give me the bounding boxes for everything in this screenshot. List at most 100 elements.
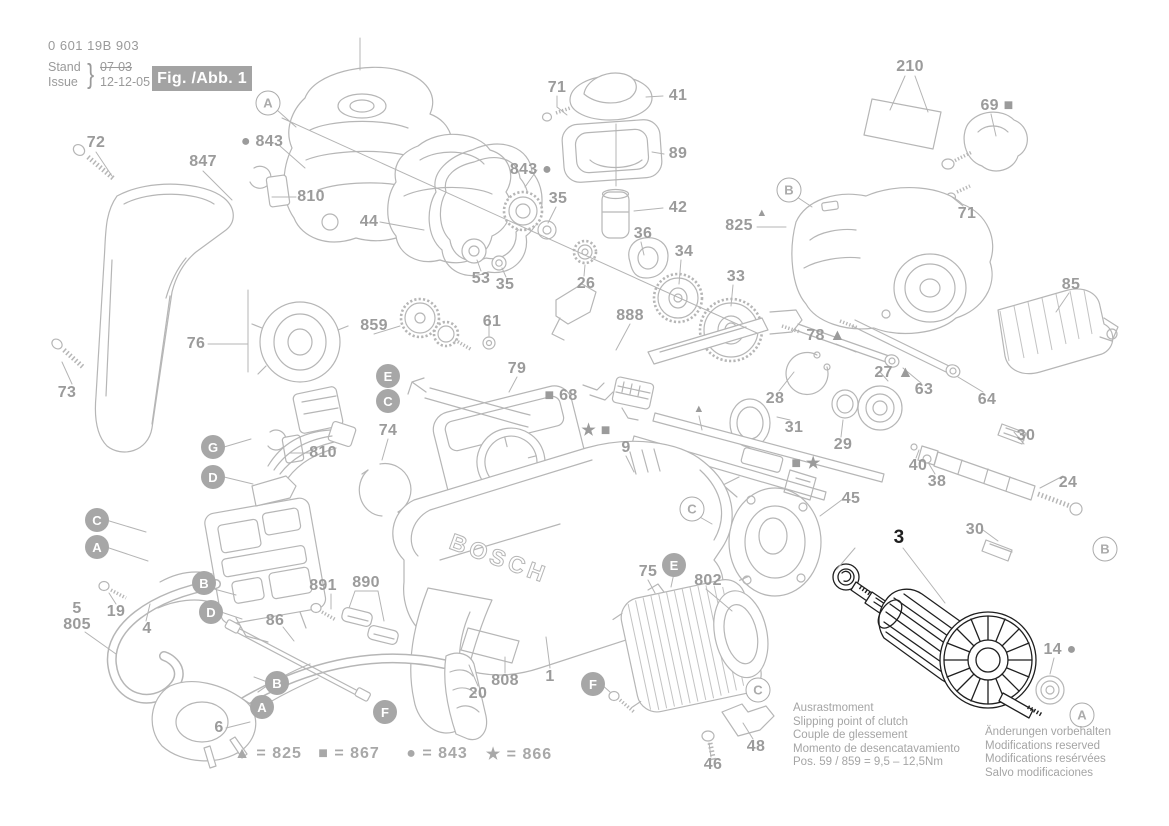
part-label-: ■ ★: [791, 455, 821, 472]
bracket-888: [551, 283, 803, 365]
link-rods: [407, 377, 531, 428]
parts-890: [341, 607, 399, 645]
bolt-64: [839, 319, 961, 378]
ref-letter-E-solid: E: [662, 553, 686, 577]
part-label-71: 71: [957, 205, 977, 222]
selector-knob-69: [941, 111, 1028, 172]
ref-letter-E-solid: E: [376, 364, 400, 388]
rod-86: [224, 619, 371, 702]
part-label-34: 34: [674, 243, 694, 260]
screw-F: [608, 690, 636, 714]
screw-46: [701, 730, 717, 763]
ref-letter-B-outline: B: [776, 177, 802, 203]
ref-letter-G-solid: G: [201, 435, 225, 459]
cover-89: [561, 119, 663, 183]
issue-date: 12-12-05: [100, 75, 151, 89]
ball-38: [922, 454, 932, 464]
part-label-89: 89: [668, 145, 688, 162]
part-label-36: 36: [633, 225, 653, 242]
part-label-843: 843 ●: [509, 161, 553, 178]
part-label-33: 33: [726, 268, 746, 285]
brush-holder-top: [249, 165, 291, 208]
part-label-72: 72: [86, 134, 106, 151]
part-label-41: 41: [668, 87, 688, 104]
contact-block: [611, 376, 655, 421]
clutch-note-line-0: Ausrastmoment: [793, 702, 874, 714]
part-label-61: 61: [482, 313, 502, 330]
ball-40: [910, 443, 918, 451]
part-label-42: 42: [668, 199, 688, 216]
part-label-40: 40: [908, 457, 928, 474]
screw-73: [51, 338, 86, 370]
part-label-29: 29: [833, 436, 853, 453]
part-label-79: 79: [507, 360, 527, 377]
ref-letter-A-outline: A: [1069, 702, 1095, 728]
ref-letter-F-solid: F: [581, 672, 605, 696]
part-label-74: 74: [378, 422, 398, 439]
part-label-27: 27 ▲: [874, 364, 914, 381]
bearing-27: [857, 385, 903, 431]
part-label-3: 3: [893, 527, 905, 548]
ref-letter-C-outline: C: [745, 677, 771, 703]
rear-handle: [94, 183, 234, 453]
part-label-75: 75: [638, 563, 658, 580]
part-label-28: 28: [765, 390, 785, 407]
legend-item-867: ■ = 867: [318, 745, 380, 762]
screw-19: [98, 580, 127, 600]
clip-30-bottom: [981, 539, 1013, 562]
part-label-19: 19: [106, 603, 126, 620]
part-label-38: 38: [927, 473, 947, 490]
bearing-14: [1035, 675, 1065, 705]
bracket-48: [721, 703, 775, 737]
leader-lines: [61, 37, 1070, 758]
part-label-30: 30: [1016, 427, 1036, 444]
connector-wires-G: [267, 420, 357, 479]
label-sheet-210: [863, 98, 942, 150]
document-header: 0 601 19B 903 Stand Issue } 07-03 12-12-…: [48, 38, 150, 90]
part-label-68: ■ 68: [544, 387, 578, 404]
product-number: 0 601 19B 903: [48, 38, 140, 53]
part-label-26: 26: [576, 275, 596, 292]
part-label-71: 71: [547, 79, 567, 96]
part-label-14: 14 ●: [1043, 641, 1077, 658]
part-label-45: 45: [841, 490, 861, 507]
part-label-1: 1: [545, 668, 555, 685]
washer-61: [482, 336, 496, 350]
ref-letter-A-solid: A: [250, 695, 274, 719]
part-label-73: 73: [57, 384, 77, 401]
part-label-: ▲: [756, 207, 768, 219]
part-label-35: 35: [495, 276, 515, 293]
clutch-note-line-1: Slipping point of clutch: [793, 715, 909, 728]
revision-block: Stand Issue } 07-03 12-12-05: [48, 58, 151, 90]
modifications-note-line-2: Modifications resérvées: [985, 753, 1106, 766]
part-label-888: 888: [616, 307, 644, 324]
plunger-42: [601, 188, 630, 239]
modifications-note-line-1: Modifications reserved: [985, 739, 1101, 752]
part-label-85: 85: [1061, 276, 1081, 293]
ref-letter-D-solid: D: [201, 465, 225, 489]
ref-letter-C-solid: C: [85, 508, 109, 532]
modifications-note-line-3: Salvo modificaciones: [985, 766, 1094, 779]
part-label-44: 44: [359, 213, 379, 230]
ref-letter-B-solid: B: [192, 571, 216, 595]
part-label-810: 810: [297, 188, 325, 205]
pin-spring-71-top: [541, 106, 571, 122]
armature-3: [832, 563, 1043, 719]
ref-letter-B-solid: B: [265, 671, 289, 695]
gear-cluster-859: [399, 297, 473, 352]
part-label-859: 859: [360, 317, 388, 334]
part-label-825: 825: [725, 217, 753, 234]
part-label-24: 24: [1058, 474, 1078, 491]
part-label-: ★ ■: [581, 422, 611, 439]
ref-letter-B-outline: B: [1092, 536, 1118, 562]
modifications-note-line-0: Änderungen vorbehalten: [985, 726, 1111, 738]
legend-item-866: ★ = 866: [485, 746, 553, 763]
ref-letter-A-outline: A: [255, 90, 281, 116]
part-label-35: 35: [548, 190, 568, 207]
stand-label: Stand: [48, 60, 81, 74]
part-label-5: 5: [72, 600, 82, 617]
clip-30-top: [997, 423, 1027, 445]
